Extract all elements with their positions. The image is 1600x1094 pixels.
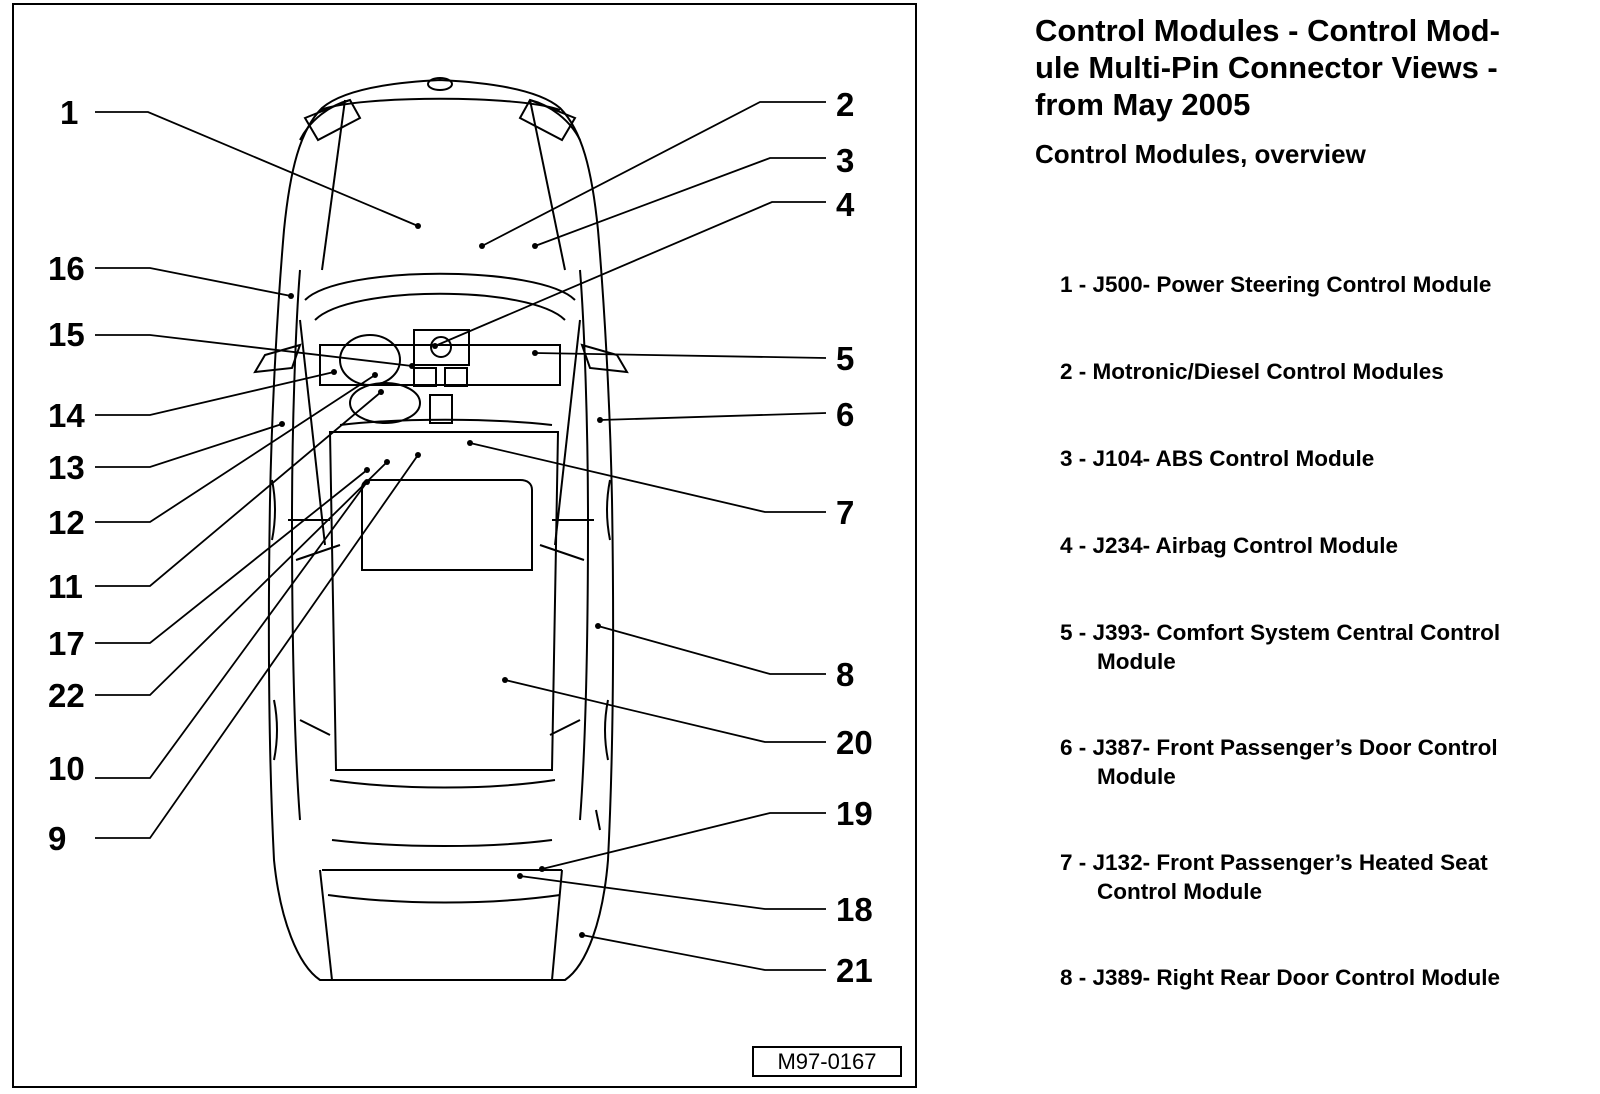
legend-item: 8 - J389- Right Rear Door Control Module [1060,963,1500,992]
callout-7: 7 [836,494,854,531]
callout-19: 19 [836,795,873,832]
legend-prefix: 2 - [1060,359,1087,384]
legend-item: 6 - J387- Front Passenger’s Door Control… [1060,733,1498,791]
diagram-frame [12,3,917,1088]
callout-10: 10 [48,750,85,787]
callout-18: 18 [836,891,873,928]
title-line: Control Modules - Control Mod- [1035,13,1500,48]
page-title: Control Modules - Control Mod- ule Multi… [1035,12,1575,123]
title-line: from May 2005 [1035,87,1251,122]
title-line: ule Multi-Pin Connector Views - [1035,50,1498,85]
legend-item: 3 - J104- ABS Control Module [1060,444,1374,473]
legend-prefix: 8 - [1060,965,1087,990]
callout-16: 16 [48,250,85,287]
callout-9: 9 [48,820,66,857]
leader-lines [95,101,827,971]
legend-prefix: 3 - [1060,446,1087,471]
legend-text-cont: Module [1097,649,1176,674]
legend-prefix: 5 - [1060,620,1087,645]
legend-text: J393- Comfort System Central Control [1092,620,1501,645]
legend-item: 2 - Motronic/Diesel Control Modules [1060,357,1444,386]
car-top-view-diagram: 1 2 3 4 5 6 7 8 9 10 11 12 13 14 15 16 1… [48,77,873,989]
legend-text: J234- Airbag Control Module [1092,533,1398,558]
callout-2: 2 [836,86,854,123]
legend-text: J387- Front Passenger’s Door Control [1092,735,1498,760]
callout-4: 4 [836,186,855,223]
legend-prefix: 4 - [1060,533,1087,558]
legend-text: J104- ABS Control Module [1092,446,1375,471]
callout-17: 17 [48,625,85,662]
legend-prefix: 1 - [1060,272,1087,297]
legend-text-cont: Control Module [1097,879,1262,904]
legend-item: 7 - J132- Front Passenger’s Heated Seat … [1060,848,1488,906]
callout-13: 13 [48,449,85,486]
callout-14: 14 [48,397,85,434]
legend-item: 5 - J393- Comfort System Central Control… [1060,618,1500,676]
callout-labels: 1 2 3 4 5 6 7 8 9 10 11 12 13 14 15 16 1… [48,86,873,989]
legend-prefix: 7 - [1060,850,1087,875]
car-outline [253,77,629,981]
callout-8: 8 [836,656,854,693]
legend-text: J389- Right Rear Door Control Module [1092,965,1501,990]
figure-code: M97-0167 [752,1046,902,1077]
legend-text: Motronic/Diesel Control Modules [1092,359,1444,384]
callout-21: 21 [836,952,873,989]
legend-item: 4 - J234- Airbag Control Module [1060,531,1398,560]
legend-item: 1 - J500- Power Steering Control Module [1060,270,1491,299]
legend-text: J132- Front Passenger’s Heated Seat [1092,850,1488,875]
legend-text-cont: Module [1097,764,1176,789]
leader-dots [279,223,603,938]
callout-5: 5 [836,340,854,377]
callout-6: 6 [836,396,854,433]
callout-20: 20 [836,724,873,761]
callout-15: 15 [48,316,85,353]
legend-text: J500- Power Steering Control Module [1092,272,1492,297]
legend-prefix: 6 - [1060,735,1087,760]
callout-11: 11 [48,568,83,605]
callout-3: 3 [836,142,854,179]
callout-12: 12 [48,504,85,541]
section-subtitle: Control Modules, overview [1035,139,1366,169]
callout-1: 1 [60,94,78,131]
callout-22: 22 [48,677,85,714]
